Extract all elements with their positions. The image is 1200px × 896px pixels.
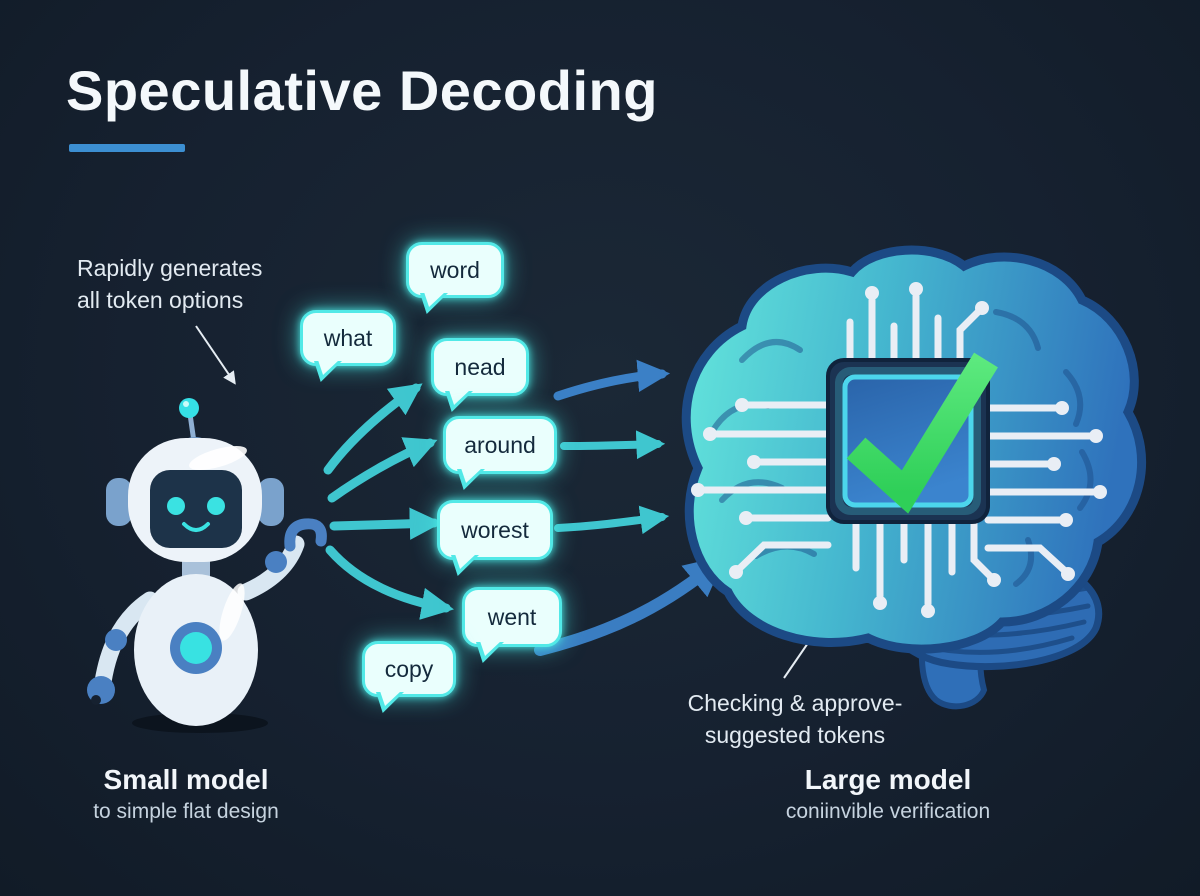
title-underline bbox=[69, 144, 185, 152]
speech-bubble-icon: what bbox=[300, 310, 396, 366]
right-annotation-line2: suggested tokens bbox=[704, 722, 886, 748]
brain-chip-icon bbox=[681, 245, 1146, 710]
robot-face bbox=[150, 470, 242, 548]
page-title: Speculative Decoding bbox=[66, 59, 658, 122]
speech-bubble-icon: word bbox=[406, 242, 504, 298]
left-annotation: Rapidly generates all token options bbox=[77, 252, 262, 316]
token-label: around bbox=[464, 431, 536, 458]
speech-bubble-icon: nead bbox=[431, 338, 529, 396]
large-model-title: Large model bbox=[804, 764, 972, 795]
speech-bubble-icon: copy bbox=[362, 641, 456, 697]
robot-smile bbox=[182, 522, 210, 532]
robot-eye bbox=[167, 497, 185, 515]
chest-core bbox=[180, 632, 212, 664]
left-annotation-line1: Rapidly generates bbox=[77, 255, 263, 281]
token-label: went bbox=[487, 603, 537, 630]
right-annotation-line1: Checking & approve- bbox=[687, 690, 903, 716]
left-annotation-line2: all token options bbox=[77, 287, 244, 313]
large-model-caption: Large model coniinvible verification bbox=[698, 763, 1078, 827]
token-label: word bbox=[430, 256, 480, 283]
speech-bubble-icon: around bbox=[443, 416, 557, 474]
token-fan-arrows bbox=[323, 383, 454, 620]
annotation-arrow-left bbox=[195, 325, 236, 385]
speech-bubble-icon: went bbox=[462, 587, 562, 647]
robot-eye bbox=[207, 497, 225, 515]
right-annotation: Checking & approve- suggested tokens bbox=[610, 687, 980, 751]
robot-icon bbox=[87, 398, 327, 733]
chip-pins bbox=[691, 282, 1107, 618]
token-label: worest bbox=[461, 516, 529, 543]
speech-bubble-icon: worest bbox=[437, 500, 553, 560]
small-model-subtitle: to simple flat design bbox=[93, 800, 279, 823]
large-model-subtitle: coniinvible verification bbox=[785, 800, 991, 823]
antenna-ball bbox=[179, 398, 199, 418]
checkmark-icon bbox=[846, 352, 998, 514]
token-label: what bbox=[323, 324, 373, 351]
small-model-caption: Small model to simple flat design bbox=[40, 763, 332, 827]
token-label: nead bbox=[454, 353, 506, 380]
small-model-title: Small model bbox=[103, 764, 269, 795]
verify-arrows bbox=[534, 359, 726, 656]
token-label: copy bbox=[384, 655, 434, 682]
